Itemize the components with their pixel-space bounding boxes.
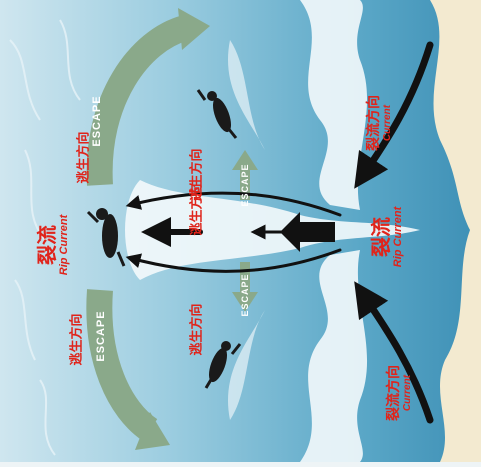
- escape-direction-label-top-left: 逃生方向: [76, 131, 92, 184]
- current-direction-cn: 裂流方向: [366, 95, 382, 151]
- rip-current-cn: 裂流: [369, 217, 393, 257]
- current-en: Current: [382, 104, 393, 142]
- current-direction-label-top: 裂流方向 Current: [366, 88, 393, 158]
- current-direction-cn: 裂流方向: [386, 365, 402, 421]
- rip-current-en: Rip Current: [392, 206, 404, 268]
- rip-current-cn: 裂流: [35, 225, 59, 265]
- escape-arrow-small-top: [232, 150, 258, 200]
- rip-current-label-right: 裂流 Rip Current: [369, 202, 404, 272]
- escape-text-top-arrow: ESCAPE: [91, 95, 103, 147]
- rip-current-arrow-block: [280, 212, 335, 252]
- surf-foam: [125, 0, 420, 462]
- escape-arrow-small-bottom: [232, 262, 258, 312]
- sea-streaks: [9, 19, 81, 456]
- rip-current-label-left: 裂流 Rip Current: [35, 210, 70, 280]
- swimmer-icon: [204, 341, 242, 389]
- beach-sand: [430, 0, 481, 462]
- escape-arrow-top: [86, 8, 210, 186]
- swimmer-icon: [196, 89, 238, 139]
- current-en: Current: [402, 374, 413, 412]
- escape-text-small-bottom: ESCAPE: [240, 273, 250, 317]
- escape-direction-label-center-mid: 逃生方向: [189, 183, 205, 236]
- escape-arrow-bottom: [86, 289, 170, 450]
- escape-direction-label-bottom-left: 逃生方向: [69, 313, 85, 366]
- escape-direction-label-center-bottom: 逃生方向: [189, 303, 205, 356]
- escape-text-small-top: ESCAPE: [240, 163, 250, 207]
- current-direction-label-bottom: 裂流方向 Current: [386, 358, 413, 428]
- escape-text-bottom-arrow: ESCAPE: [95, 310, 107, 362]
- rip-current-en: Rip Current: [58, 214, 70, 276]
- swimmer-icon: [86, 208, 126, 267]
